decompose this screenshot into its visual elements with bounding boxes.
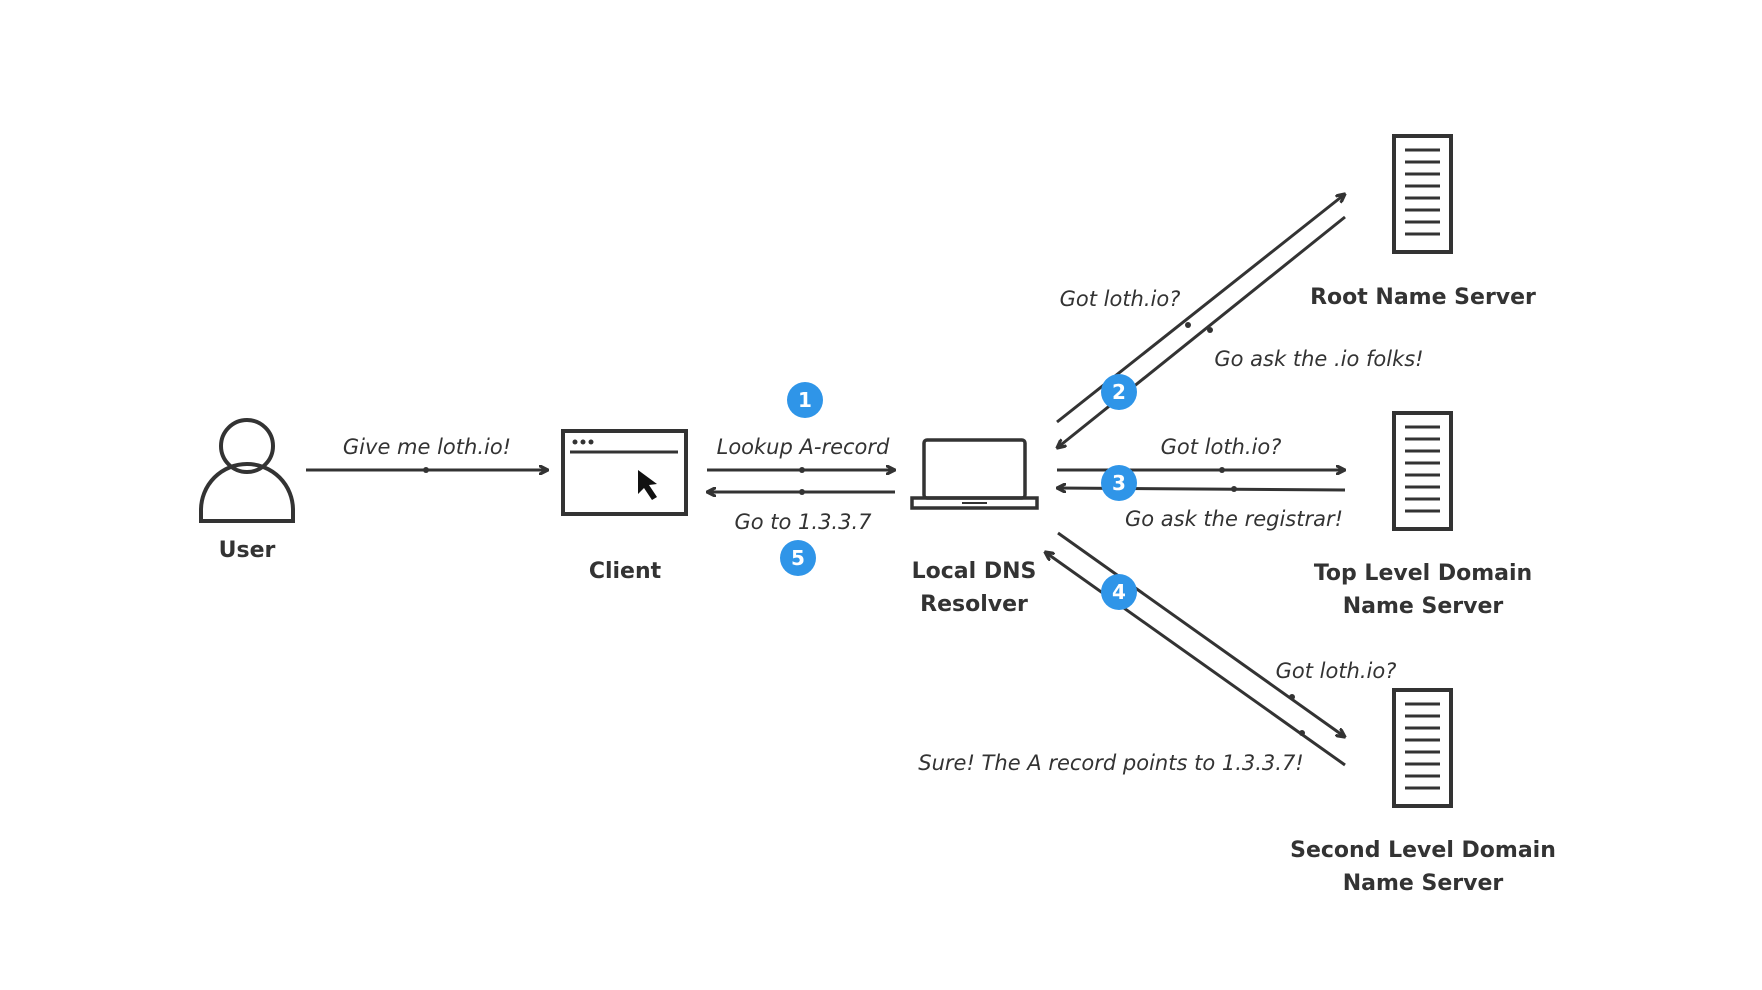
step-badge-5: 5 — [780, 540, 816, 576]
arrow-sld-to-resolver — [1045, 552, 1346, 767]
msg-user-to-client: Give me loth.io! — [343, 435, 511, 459]
server-icon — [1392, 411, 1453, 531]
msg-root-to-resolver: Go ask the .io folks! — [1214, 347, 1423, 371]
msg-resolver-to-client: Go to 1.3.3.7 — [734, 510, 872, 534]
msg-tld-to-resolver: Go ask the registrar! — [1125, 507, 1343, 531]
msg-client-to-resolver: Lookup A-record — [717, 435, 890, 459]
server-icon — [1392, 688, 1453, 808]
step-badge-4: 4 — [1101, 574, 1137, 610]
user-icon — [199, 418, 295, 523]
server-icon — [1392, 134, 1453, 254]
msg-resolver-to-tld: Got loth.io? — [1161, 435, 1282, 459]
root-server-label: Root Name Server — [1310, 285, 1536, 310]
msg-resolver-to-sld: Got loth.io? — [1276, 659, 1397, 683]
svg-text:4: 4 — [1112, 580, 1126, 604]
arrow-root-to-resolver — [1057, 215, 1346, 448]
step-badge-2: 2 — [1101, 374, 1137, 410]
step-badge-1: 1 — [787, 382, 823, 418]
step-badge-3: 3 — [1101, 465, 1137, 501]
svg-text:3: 3 — [1112, 471, 1126, 495]
svg-text:1: 1 — [798, 388, 812, 412]
svg-text:5: 5 — [791, 546, 805, 570]
browser-window-icon — [561, 429, 688, 516]
client-label: Client — [589, 559, 662, 584]
arrow-midpoint-dots — [423, 322, 1305, 736]
msg-resolver-to-root: Got loth.io? — [1060, 287, 1181, 311]
arrow-tld-to-resolver — [1057, 488, 1346, 490]
laptop-icon — [910, 438, 1039, 510]
svg-text:2: 2 — [1112, 380, 1126, 404]
msg-sld-to-resolver: Sure! The A record points to 1.3.3.7! — [918, 751, 1303, 775]
user-label: User — [219, 538, 276, 563]
arrow-resolver-to-sld — [1057, 531, 1345, 737]
cursor-icon — [638, 470, 657, 500]
